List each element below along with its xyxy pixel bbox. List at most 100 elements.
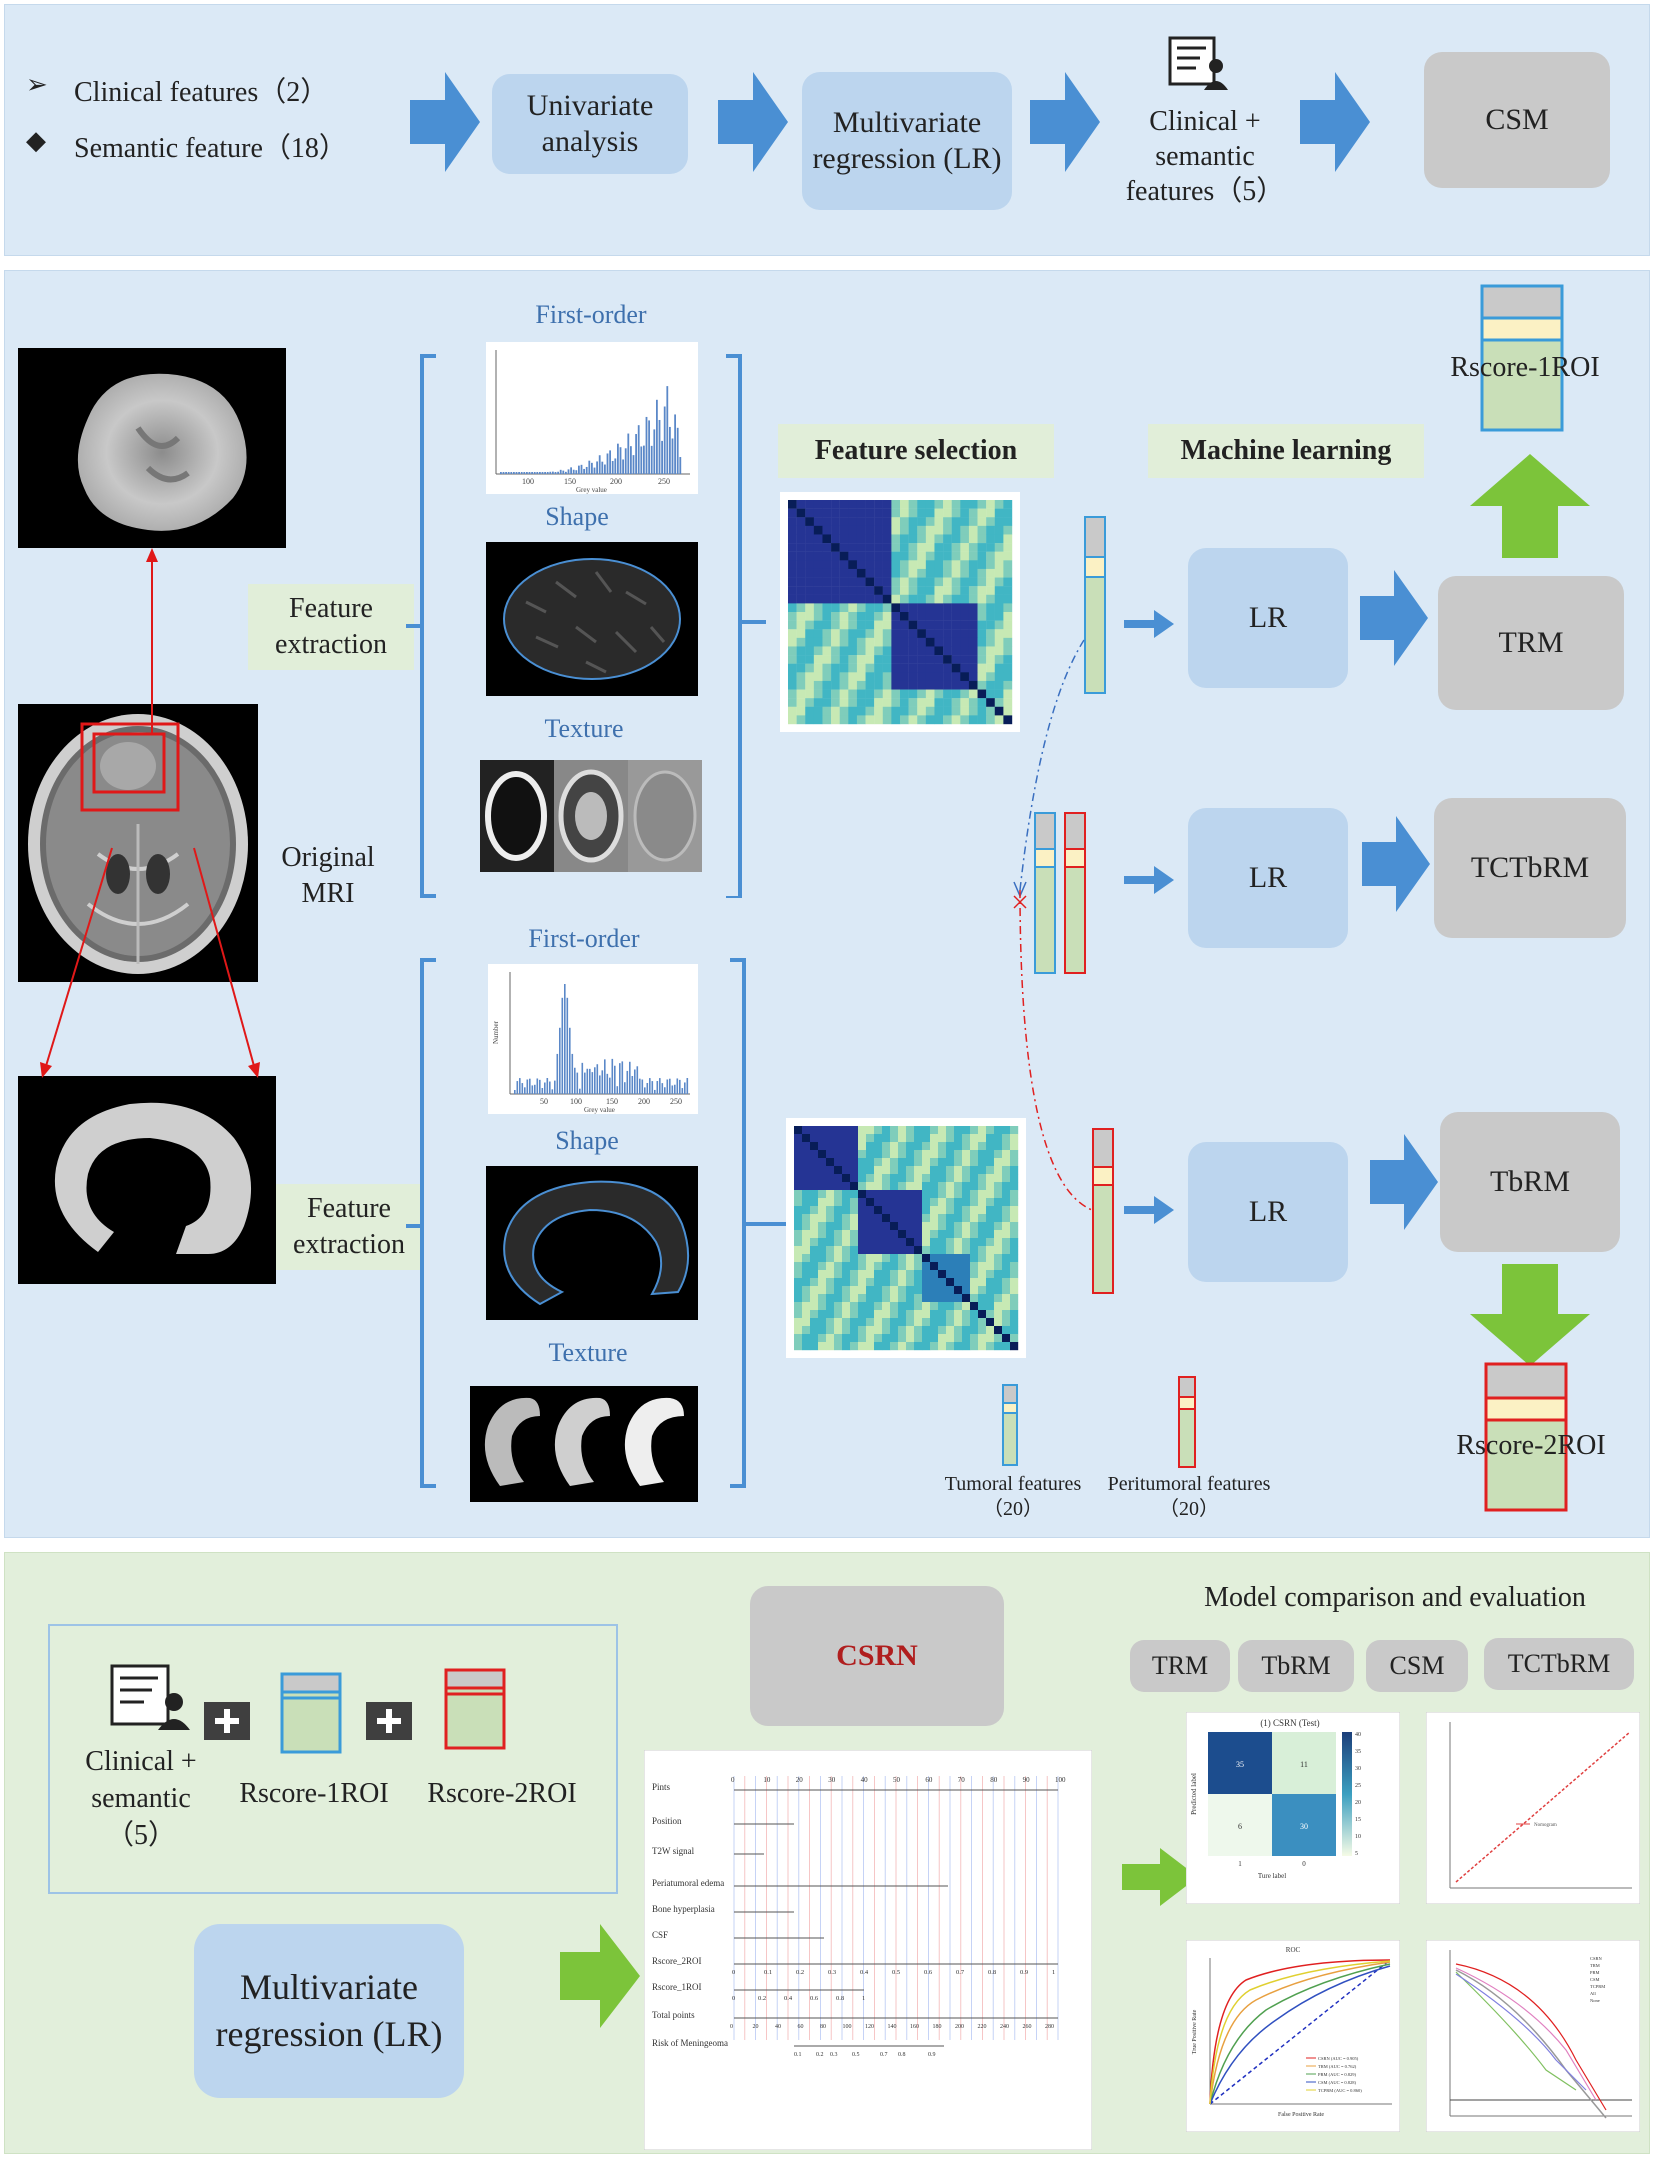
heatmap-cell — [866, 1166, 875, 1175]
heatmap-cell — [856, 586, 866, 595]
heatmap-cell — [813, 698, 823, 707]
heatmap-cell — [842, 1190, 851, 1199]
heatmap-cell — [866, 1302, 875, 1311]
heatmap-cell — [882, 586, 892, 595]
heatmap-cell — [874, 594, 883, 604]
heatmap-cell — [1002, 1134, 1011, 1143]
heatmap-cell — [882, 1126, 891, 1135]
heatmap-cell — [1010, 1174, 1019, 1183]
heatmap-cell — [930, 1214, 939, 1223]
heatmap-cell — [986, 1342, 995, 1351]
heatmap-cell — [922, 1286, 931, 1295]
histogram-bar — [639, 1078, 641, 1094]
heatmap-cell — [943, 603, 952, 613]
heatmap-cell — [977, 663, 987, 673]
heatmap-cell — [986, 1238, 995, 1247]
clinical-document-person-icon — [110, 1664, 190, 1730]
histogram-bar — [507, 472, 510, 474]
heatmap-cell — [810, 1294, 819, 1303]
heatmap-cell — [970, 1294, 979, 1303]
roi-connector-arrows — [40, 548, 260, 1078]
heatmap-cell — [954, 1326, 963, 1335]
svg-text:50: 50 — [540, 1097, 548, 1106]
heatmap-cell — [796, 517, 806, 527]
heatmap-cell — [890, 1294, 899, 1303]
heatmap-cell — [788, 689, 797, 699]
heatmap-cell — [943, 698, 952, 707]
heatmap-cell — [908, 715, 918, 725]
nomogram-tick: 60 — [798, 2024, 804, 2030]
heatmap-cell — [850, 1310, 859, 1319]
rscore-2roi-bar-small — [444, 1668, 506, 1750]
heatmap-cell — [882, 715, 892, 725]
heatmap-cell — [960, 568, 970, 578]
heatmap-cell — [900, 560, 909, 570]
heatmap-cell — [930, 1174, 939, 1183]
heatmap-cell — [882, 1318, 891, 1327]
heatmap-cell — [802, 1206, 811, 1215]
csrn-model-box: CSRN — [750, 1586, 1004, 1726]
lr-box-1: LR — [1188, 548, 1348, 688]
heatmap-cell — [1010, 1166, 1019, 1175]
heatmap-cell — [850, 1286, 859, 1295]
heatmap-cell — [882, 1190, 891, 1199]
histogram-bar — [609, 1077, 611, 1094]
heatmap-cell — [951, 500, 961, 509]
histogram-bar — [634, 1069, 636, 1094]
histogram-bar — [614, 458, 617, 474]
heatmap-cell — [930, 1310, 939, 1319]
heatmap-cell — [906, 1222, 915, 1231]
lr-box-2: LR — [1188, 808, 1348, 948]
heatmap-cell — [925, 586, 935, 595]
histogram-bar — [599, 1075, 601, 1094]
heatmap-cell — [839, 543, 849, 552]
heatmap-cell — [986, 1150, 995, 1159]
heatmap-cell — [917, 525, 927, 535]
heatmap-cell — [865, 698, 875, 707]
histogram-bar — [666, 386, 669, 474]
svg-text:(1) CSRN (Test): (1) CSRN (Test) — [1260, 1718, 1319, 1728]
heatmap-cell — [960, 689, 970, 699]
heatmap-cell — [848, 655, 858, 664]
peritumoral-feature-bar-2 — [1092, 1128, 1114, 1294]
heatmap-cell — [802, 1334, 811, 1343]
svg-text:150: 150 — [606, 1097, 618, 1106]
histogram-bar — [586, 1068, 589, 1094]
nomogram-row-label: Rscore_2ROI — [652, 1956, 702, 1966]
heatmap-cell — [850, 1182, 859, 1191]
heatmap-cell — [890, 1134, 899, 1143]
heatmap-cell — [1002, 1262, 1011, 1271]
heatmap-cell — [826, 1262, 835, 1271]
heatmap-cell — [826, 1302, 835, 1311]
heatmap-cell — [970, 1198, 979, 1207]
nomogram-tick: 40 — [775, 2024, 781, 2030]
histogram-bar — [519, 1078, 521, 1094]
heatmap-cell — [822, 637, 832, 647]
heatmap-cell — [946, 1150, 955, 1159]
heatmap-cell — [882, 680, 892, 690]
heatmap-cell — [986, 1174, 995, 1183]
heatmap-cell — [917, 500, 927, 509]
heatmap-cell — [951, 715, 961, 725]
nomogram-tick: 30 — [828, 1776, 836, 1784]
heatmap-cell — [906, 1254, 915, 1263]
histogram-bar — [549, 471, 552, 474]
heatmap-cell — [802, 1342, 811, 1351]
heatmap-cell — [882, 1166, 891, 1175]
heatmap-cell — [908, 586, 918, 595]
heatmap-cell — [891, 689, 901, 699]
heatmap-cell — [802, 1238, 811, 1247]
heatmap-cell — [822, 586, 832, 595]
heatmap-cell — [994, 577, 1004, 587]
heatmap-cell — [831, 689, 840, 699]
nomogram-tick: 260 — [1023, 2024, 1032, 2030]
heatmap-cell — [850, 1318, 859, 1327]
heatmap-cell — [978, 1182, 987, 1191]
heatmap-cell — [813, 620, 823, 630]
heatmap-cell — [810, 1278, 819, 1287]
histogram-bar — [585, 466, 588, 474]
heatmap-cell — [960, 680, 970, 690]
texture-image-1 — [480, 760, 702, 872]
small-arrow-icon — [1124, 866, 1174, 894]
heatmap-cell — [900, 637, 909, 647]
